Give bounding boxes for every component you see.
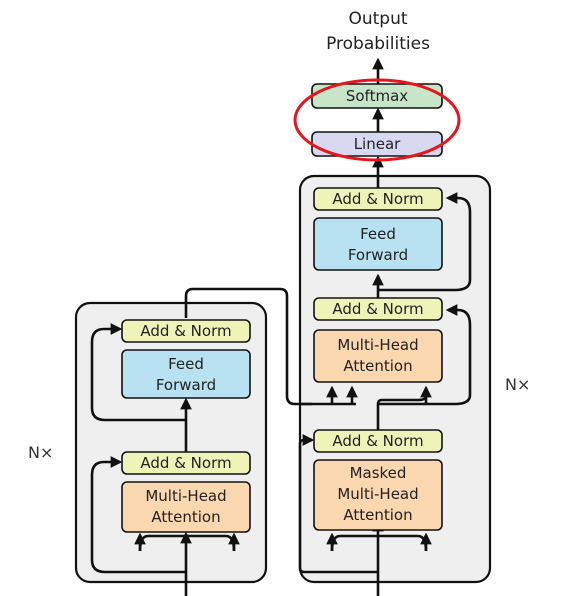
encoder-mha-line2: Attention <box>151 508 220 526</box>
decoder-residual-1 <box>298 434 378 574</box>
decoder-mha-line2: Attention <box>343 357 412 375</box>
decoder-add-norm-top <box>313 187 443 211</box>
decoder-masked-line3: Attention <box>343 506 412 524</box>
encoder-residual-2 <box>90 323 186 422</box>
decoder-masked-multi-head-box <box>313 459 443 531</box>
encoder-repeat-label: N× <box>28 443 53 462</box>
decoder-masked-line1: Masked <box>350 464 407 482</box>
decoder-ff-line1: Feed <box>360 225 396 243</box>
decoder-add-norm-mid-label: Add & Norm <box>332 300 423 318</box>
encoder-add-norm-top <box>121 319 251 343</box>
encoder-stack <box>74 301 268 584</box>
encoder-ff-line2: Forward <box>156 376 216 394</box>
encoder-feed-forward-box <box>121 349 251 399</box>
output-label-line1: Output <box>348 9 407 29</box>
encoder-ff-line1: Feed <box>168 355 204 373</box>
decoder-feed-forward-box <box>313 217 443 271</box>
decoder-add-norm-top-label: Add & Norm <box>332 190 423 208</box>
decoder-mha-line1: Multi-Head <box>337 336 418 354</box>
decoder-add-norm-bottom <box>313 429 443 453</box>
softmax-label: Softmax <box>346 87 408 105</box>
encoder-mha-line1: Multi-Head <box>145 487 226 505</box>
encoder-add-norm-bottom <box>121 451 251 475</box>
encoder-add-norm-bottom-label: Add & Norm <box>140 454 231 472</box>
decoder-multi-head-box <box>313 329 443 383</box>
encoder-multi-head-box <box>121 481 251 533</box>
linear-label: Linear <box>354 135 401 153</box>
decoder-repeat-label: N× <box>505 375 530 394</box>
decoder-residual-3 <box>378 192 472 292</box>
output-label-line2: Probabilities <box>326 34 430 54</box>
decoder-ff-line2: Forward <box>348 246 408 264</box>
encoder-residual-1 <box>90 456 186 574</box>
decoder-add-norm-mid <box>313 297 443 321</box>
decoder-masked-line2: Multi-Head <box>337 485 418 503</box>
highlight-ellipse <box>293 78 461 162</box>
decoder-residual-2 <box>378 304 472 406</box>
decoder-add-norm-bottom-label: Add & Norm <box>332 432 423 450</box>
encoder-add-norm-top-label: Add & Norm <box>140 322 231 340</box>
encoder-to-decoder-wire <box>184 287 312 406</box>
